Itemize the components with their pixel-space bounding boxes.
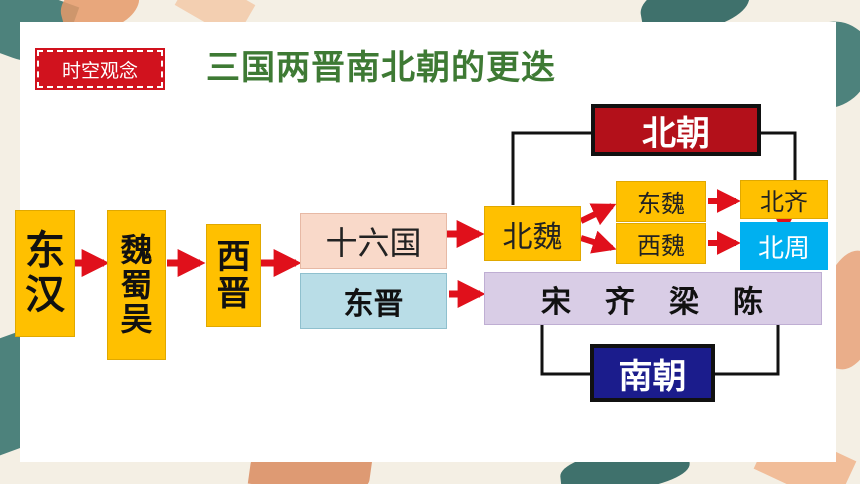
southern-dynasties-banner: 南朝 [590,344,715,402]
node-beiwei: 北魏 [484,206,581,261]
arrow-beiwei-dongwei [579,203,617,226]
node-southern-dynasties: 宋 齐 梁 陈 [484,272,822,325]
node-xiwei: 西魏 [616,223,706,264]
node-donghan-label: 东汉 [25,228,65,318]
node-dongwei: 东魏 [616,181,706,222]
northern-dynasties-banner: 北朝 [591,104,761,156]
page-title: 三国两晋南北朝的更迭 [206,48,556,88]
node-beizhou: 北周 [740,222,828,270]
node-weishuwu: 魏蜀吴 [107,210,166,360]
node-xijin-label: 西晋 [216,236,251,314]
node-donghan: 东汉 [15,210,75,337]
node-beiqi: 北齐 [740,180,828,219]
node-shiliuguo: 十六国 [300,213,447,269]
node-weishuwu-label: 魏蜀吴 [120,231,153,339]
node-dongjin: 东晋 [300,273,447,329]
topic-badge: 时空观念 [35,48,165,90]
arrow-beiwei-xiwei [580,230,617,254]
node-xijin: 西晋 [206,224,261,327]
